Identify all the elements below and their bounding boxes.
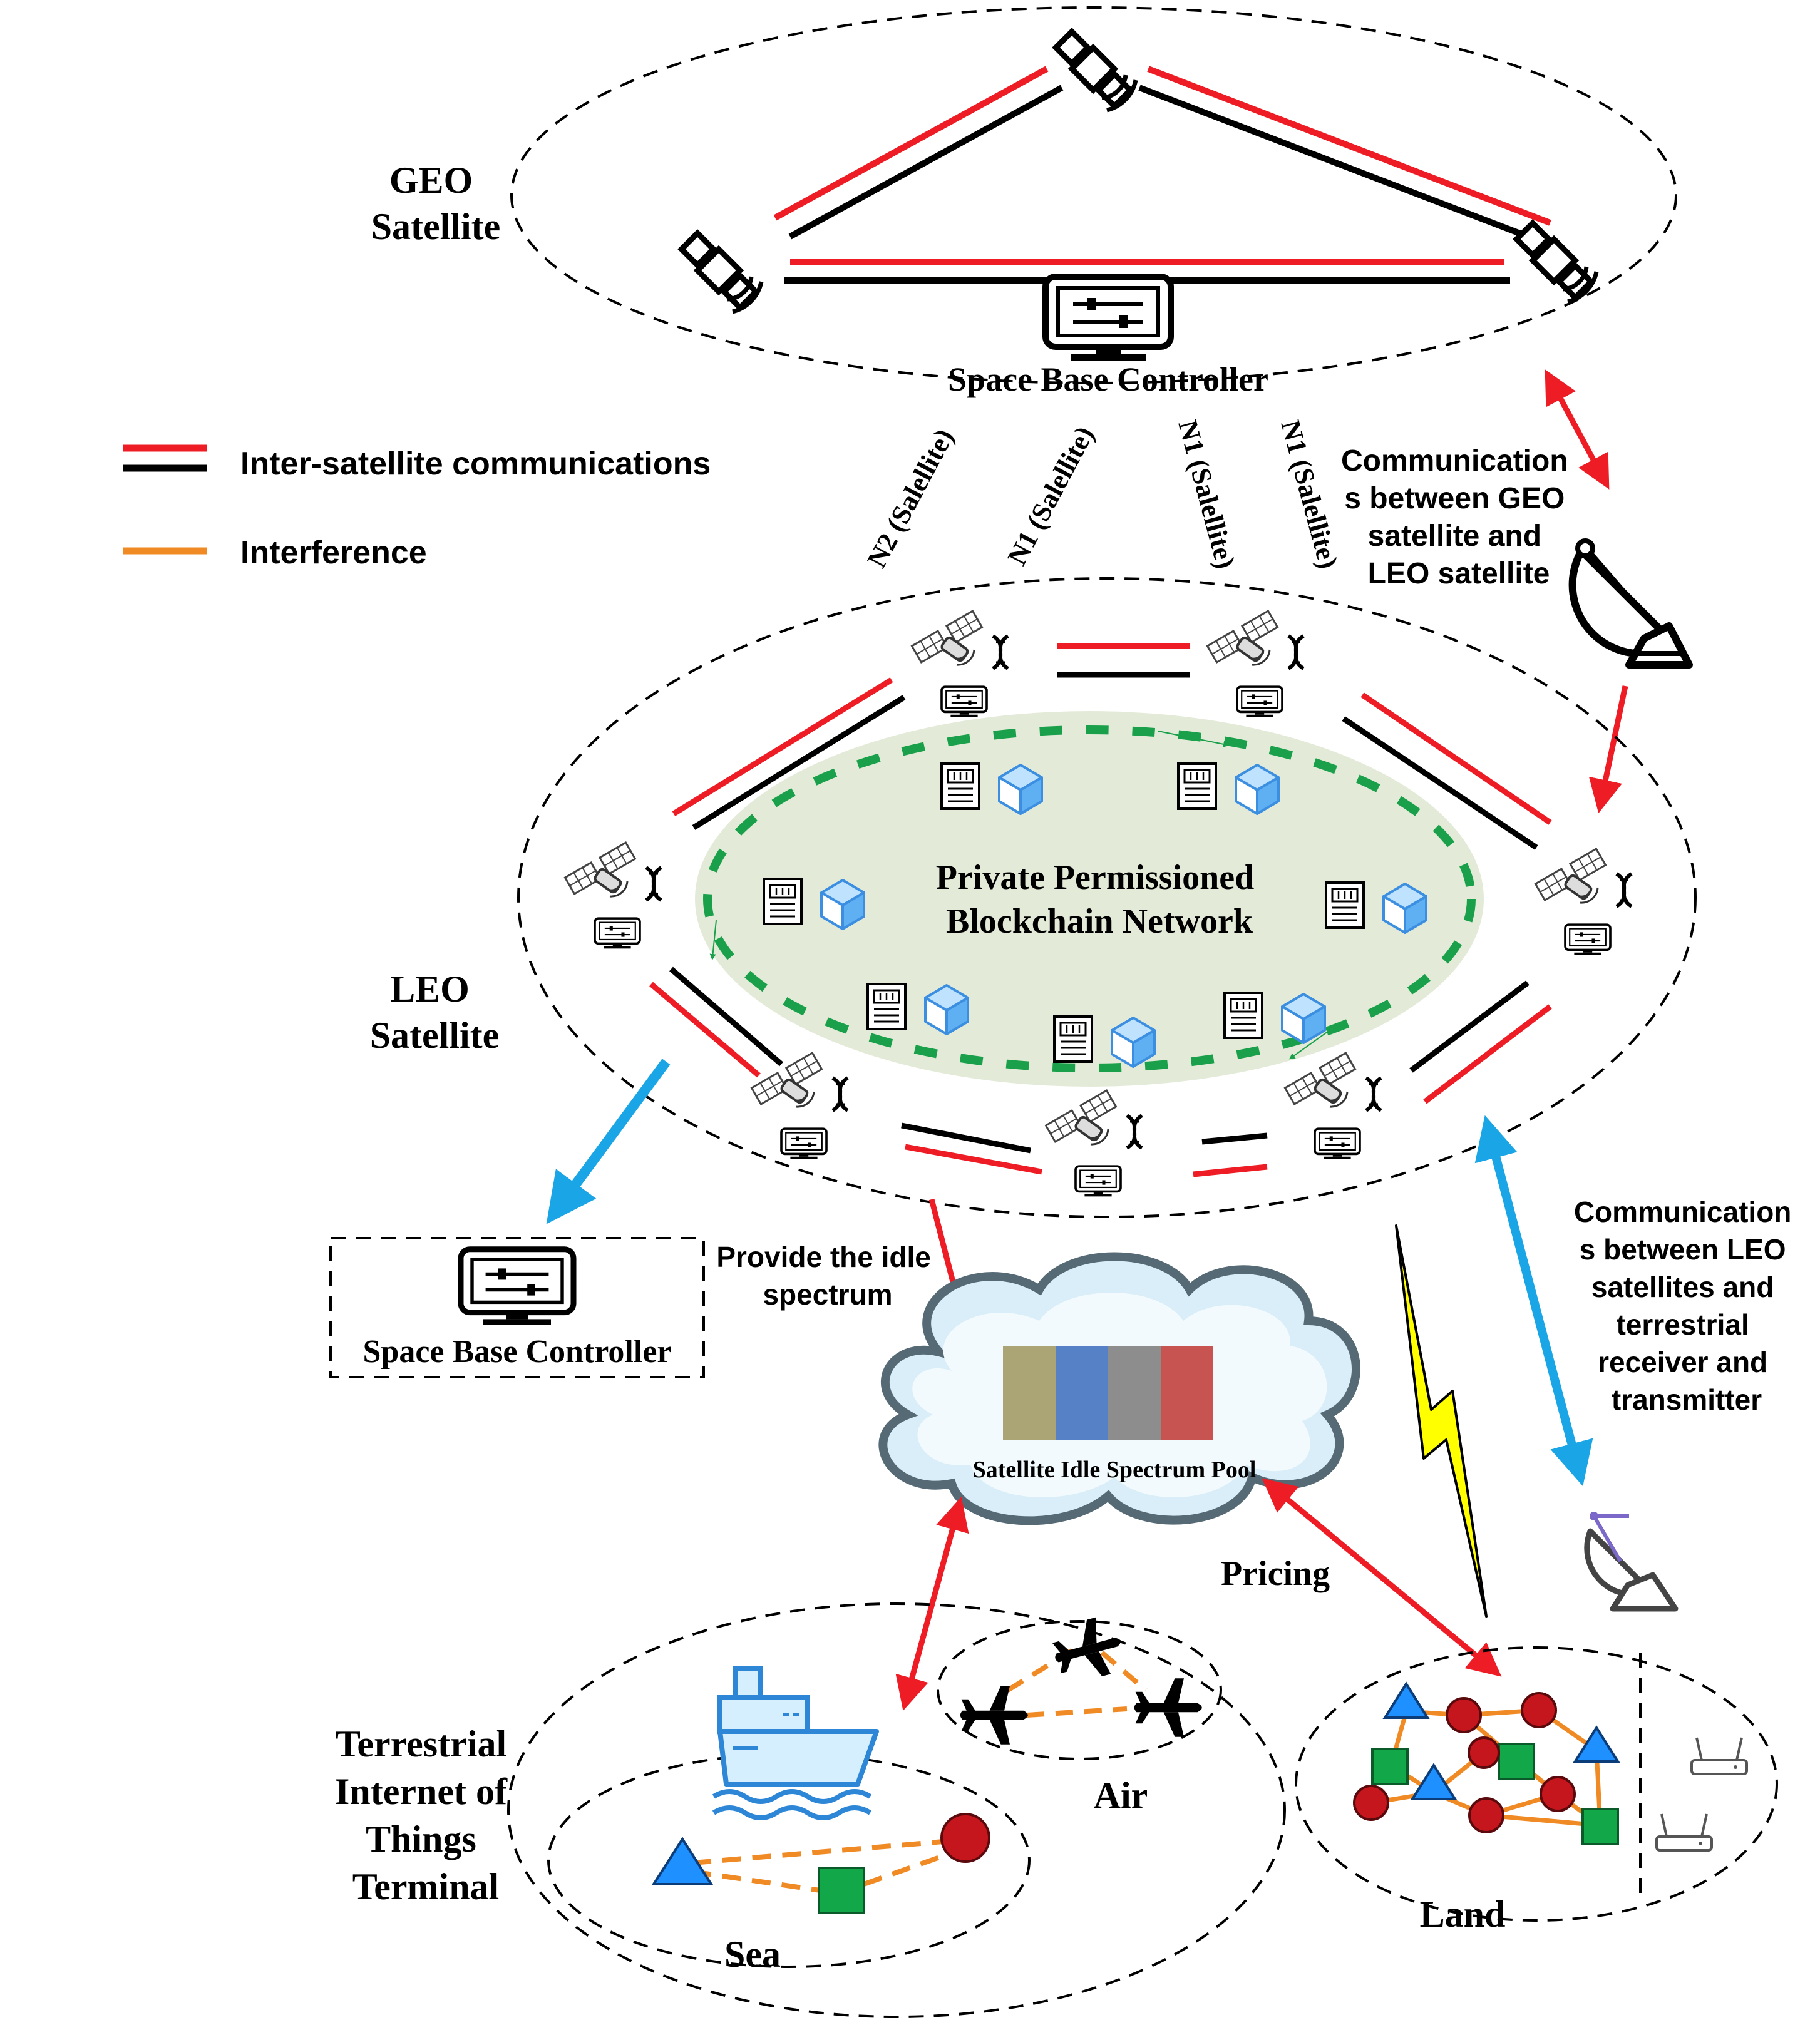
airplane-icon bbox=[1047, 1612, 1129, 1687]
spectrum-pool-label: Satellite Idle Spectrum Pool bbox=[973, 1457, 1257, 1483]
pricing-label: Pricing bbox=[1221, 1554, 1330, 1593]
land-label: Land bbox=[1420, 1894, 1506, 1935]
satellite-icon bbox=[1517, 223, 1596, 302]
ring-arrow bbox=[709, 920, 717, 960]
airplane-icon bbox=[1134, 1678, 1202, 1737]
leo-links bbox=[649, 643, 1552, 1177]
air-interference bbox=[1006, 1645, 1148, 1718]
n2-link-label: N2 (Salellite) bbox=[861, 424, 960, 573]
space-base-controller-label: Space Base Controller bbox=[948, 361, 1268, 398]
geo-links bbox=[773, 66, 1551, 284]
n1-link-label-2: N1 (Salellite) bbox=[1172, 417, 1241, 572]
terrestrial-ellipse bbox=[507, 1602, 1286, 2018]
n1-link-label-1: N1 (Salellite) bbox=[1002, 421, 1100, 570]
leo-satellite-node bbox=[912, 611, 1008, 717]
monitor-controller-icon bbox=[1046, 277, 1171, 361]
leo-satellite-node bbox=[752, 1053, 848, 1159]
land-ellipse bbox=[1295, 1646, 1778, 1922]
router-icon bbox=[1690, 1736, 1748, 1775]
blockchain-label: Private Permissioned Blockchain Network bbox=[936, 858, 1263, 941]
pool-to-sea-arrow bbox=[895, 1496, 969, 1711]
ship-icon bbox=[712, 1666, 879, 1820]
legend: Inter-satellite communications Interfere… bbox=[123, 444, 711, 571]
geo-leo-arrow bbox=[1545, 369, 1610, 490]
n1-link-label-3: N1 (Salellite) bbox=[1275, 417, 1344, 572]
leo-satellite-node bbox=[565, 843, 661, 948]
lower-controller-box bbox=[329, 1237, 705, 1378]
spectrum-bands bbox=[1003, 1346, 1213, 1440]
leo-satellite-node bbox=[1046, 1090, 1142, 1196]
sea-label: Sea bbox=[724, 1934, 781, 1975]
leo-satellite-node bbox=[1536, 849, 1632, 955]
geo-leo-comm-label: Communication s between GEO satellite an… bbox=[1341, 444, 1576, 590]
satellite-dish-icon bbox=[1568, 538, 1693, 669]
sea-interference bbox=[692, 1838, 959, 1893]
satellite-icon bbox=[1056, 32, 1136, 110]
lightning-bolt-icon bbox=[1395, 1224, 1488, 1618]
leo-satellite-node bbox=[1208, 611, 1303, 717]
leo-controller-arrow bbox=[546, 1059, 671, 1224]
pool-to-land-arrow bbox=[1262, 1478, 1502, 1677]
leo-orbit-ellipse bbox=[517, 577, 1697, 1218]
sea-node-circle bbox=[940, 1813, 990, 1863]
dish-to-leo-arrow bbox=[1588, 685, 1628, 814]
space-base-controller-label-2: Space Base Controller bbox=[363, 1334, 672, 1370]
ring-arrow bbox=[1158, 731, 1230, 747]
leo-terrestrial-arrow bbox=[1474, 1115, 1593, 1487]
geo-orbit-ellipse bbox=[510, 6, 1677, 384]
land-nodes bbox=[1353, 1681, 1620, 1845]
air-ellipse bbox=[937, 1620, 1222, 1760]
router-icon bbox=[1655, 1813, 1713, 1852]
satellite-dish-icon bbox=[1584, 1512, 1679, 1612]
geo-satellite-label: GEO Satellite bbox=[371, 160, 501, 247]
satellite-icon bbox=[682, 233, 761, 312]
monitor-controller-icon bbox=[461, 1249, 573, 1325]
ring-arrow bbox=[1288, 1026, 1335, 1060]
air-label: Air bbox=[1094, 1775, 1148, 1816]
sea-node-triangle bbox=[651, 1837, 714, 1885]
airplane-icon bbox=[960, 1686, 1028, 1745]
leo-satellite-label: LEO Satellite bbox=[370, 968, 500, 1056]
provide-idle-label: Provide the idle spectrum bbox=[716, 1241, 938, 1311]
legend-inter-satellite-label: Inter-satellite communications bbox=[240, 446, 711, 482]
leo-satellite-node bbox=[1285, 1053, 1381, 1159]
sea-node-square bbox=[818, 1867, 865, 1914]
terrestrial-iot-label: Terrestrial Internet of Things Terminal bbox=[335, 1723, 517, 1907]
sea-ellipse bbox=[547, 1753, 1031, 1968]
legend-interference-label: Interference bbox=[240, 535, 427, 571]
leo-terrestrial-comm-label: Communication s between LEO satellites a… bbox=[1574, 1196, 1799, 1416]
blockchain-ring bbox=[703, 725, 1476, 1072]
